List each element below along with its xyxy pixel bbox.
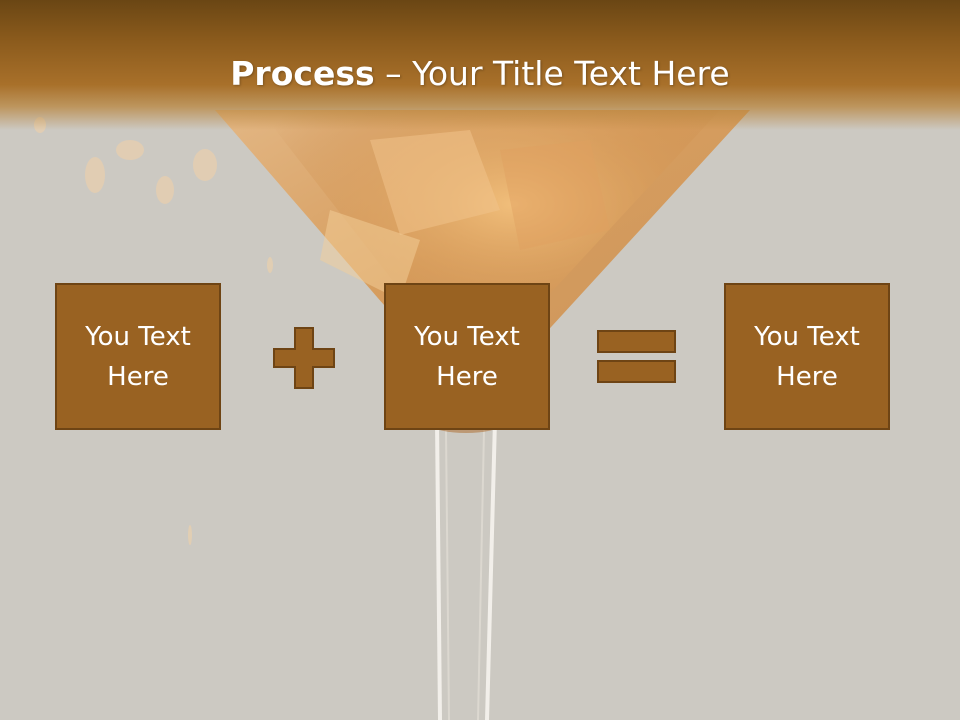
title-bar <box>0 0 960 130</box>
title-rest-text: – Your Title Text Here <box>374 54 730 93</box>
equals-icon <box>597 330 676 383</box>
plus-icon <box>273 327 335 389</box>
title-bold-text: Process <box>230 54 375 93</box>
process-box-1-label: You Text Here <box>85 321 191 392</box>
slide-title: Process – Your Title Text Here <box>0 52 960 96</box>
process-box-2[interactable]: You Text Here <box>384 283 550 430</box>
process-box-3-label: You Text Here <box>754 321 860 392</box>
process-box-1[interactable]: You Text Here <box>55 283 221 430</box>
process-box-2-label: You Text Here <box>414 321 520 392</box>
process-box-3[interactable]: You Text Here <box>724 283 890 430</box>
